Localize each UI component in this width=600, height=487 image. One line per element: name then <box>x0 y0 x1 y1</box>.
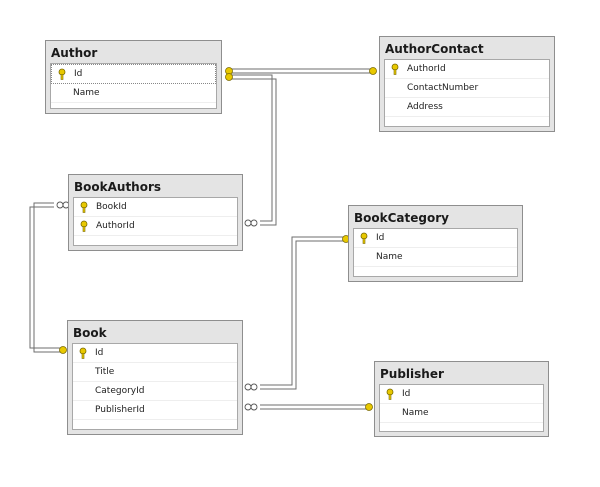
column-row-authorid[interactable]: AuthorId <box>74 217 237 236</box>
column-row-publisherid[interactable]: PublisherId <box>73 401 237 420</box>
column-name: Name <box>376 252 403 262</box>
table-title: BookAuthors <box>74 180 162 194</box>
column-name: Id <box>74 69 83 79</box>
key-icon <box>79 347 87 359</box>
column-name: PublisherId <box>95 405 145 415</box>
one-end-key-icon <box>365 403 373 411</box>
one-end-key-icon <box>225 73 233 81</box>
column-name: Title <box>95 367 115 377</box>
column-name: Id <box>95 348 104 358</box>
column-name: AuthorId <box>96 221 135 231</box>
column-name: CategoryId <box>95 386 145 396</box>
column-name: Id <box>376 233 385 243</box>
rel-author-authorcontact[interactable] <box>225 67 377 75</box>
column-list: BookId AuthorId <box>73 197 238 246</box>
column-name: Id <box>402 389 411 399</box>
many-end-infinity-icon <box>244 383 258 391</box>
key-icon <box>80 201 88 213</box>
rel-book-publisher[interactable] <box>244 403 373 411</box>
column-row-id[interactable]: Id <box>73 344 237 363</box>
table-title: Publisher <box>380 367 444 381</box>
column-name: Name <box>402 408 429 418</box>
column-row-categoryid[interactable]: CategoryId <box>73 382 237 401</box>
column-row-id[interactable]: Id <box>380 385 543 404</box>
key-icon <box>58 68 66 80</box>
column-list: Id Name <box>379 384 544 432</box>
column-list: AuthorId ContactNumber Address <box>384 59 550 127</box>
table-bookauthors[interactable]: BookAuthors BookId AuthorId <box>68 174 243 251</box>
column-row-id[interactable]: Id <box>51 64 216 84</box>
column-row-authorid[interactable]: AuthorId <box>385 60 549 79</box>
column-name: ContactNumber <box>407 83 479 93</box>
key-icon <box>386 388 394 400</box>
column-list: Id Name <box>50 63 217 109</box>
column-list: Id Name <box>353 228 518 277</box>
table-bookcategory[interactable]: BookCategory Id Name <box>348 205 523 282</box>
one-end-key-icon <box>369 67 377 75</box>
one-end-key-icon <box>59 346 67 354</box>
column-name: Name <box>73 88 100 98</box>
column-row-title[interactable]: Title <box>73 363 237 382</box>
rel-book-bookauthors[interactable] <box>29 201 70 354</box>
column-row-name[interactable]: Name <box>380 404 543 423</box>
table-title: Author <box>51 46 98 60</box>
table-authorcontact[interactable]: AuthorContact AuthorId ContactNumber Add… <box>379 36 555 132</box>
column-row-bookid[interactable]: BookId <box>74 198 237 217</box>
key-icon <box>391 63 399 75</box>
rel-book-bookcategory[interactable] <box>244 235 350 391</box>
column-row-name[interactable]: Name <box>354 248 517 267</box>
column-name: AuthorId <box>407 64 446 74</box>
column-row-name[interactable]: Name <box>51 84 216 103</box>
column-list: Id Title CategoryId PublisherId <box>72 343 238 430</box>
table-author[interactable]: Author Id Name <box>45 40 222 114</box>
table-title: BookCategory <box>354 211 449 225</box>
many-end-infinity-icon <box>244 403 258 411</box>
many-end-infinity-icon <box>244 219 258 227</box>
key-icon <box>80 220 88 232</box>
table-title: AuthorContact <box>385 42 484 56</box>
column-row-id[interactable]: Id <box>354 229 517 248</box>
key-icon <box>360 232 368 244</box>
column-row-address[interactable]: Address <box>385 98 549 117</box>
one-end-key-icon <box>225 67 233 75</box>
column-name: Address <box>407 102 443 112</box>
table-publisher[interactable]: Publisher Id Name <box>374 361 549 437</box>
column-name: BookId <box>96 202 127 212</box>
table-book[interactable]: Book Id Title CategoryId PublisherId <box>67 320 243 435</box>
table-title: Book <box>73 326 107 340</box>
column-row-contactnumber[interactable]: ContactNumber <box>385 79 549 98</box>
